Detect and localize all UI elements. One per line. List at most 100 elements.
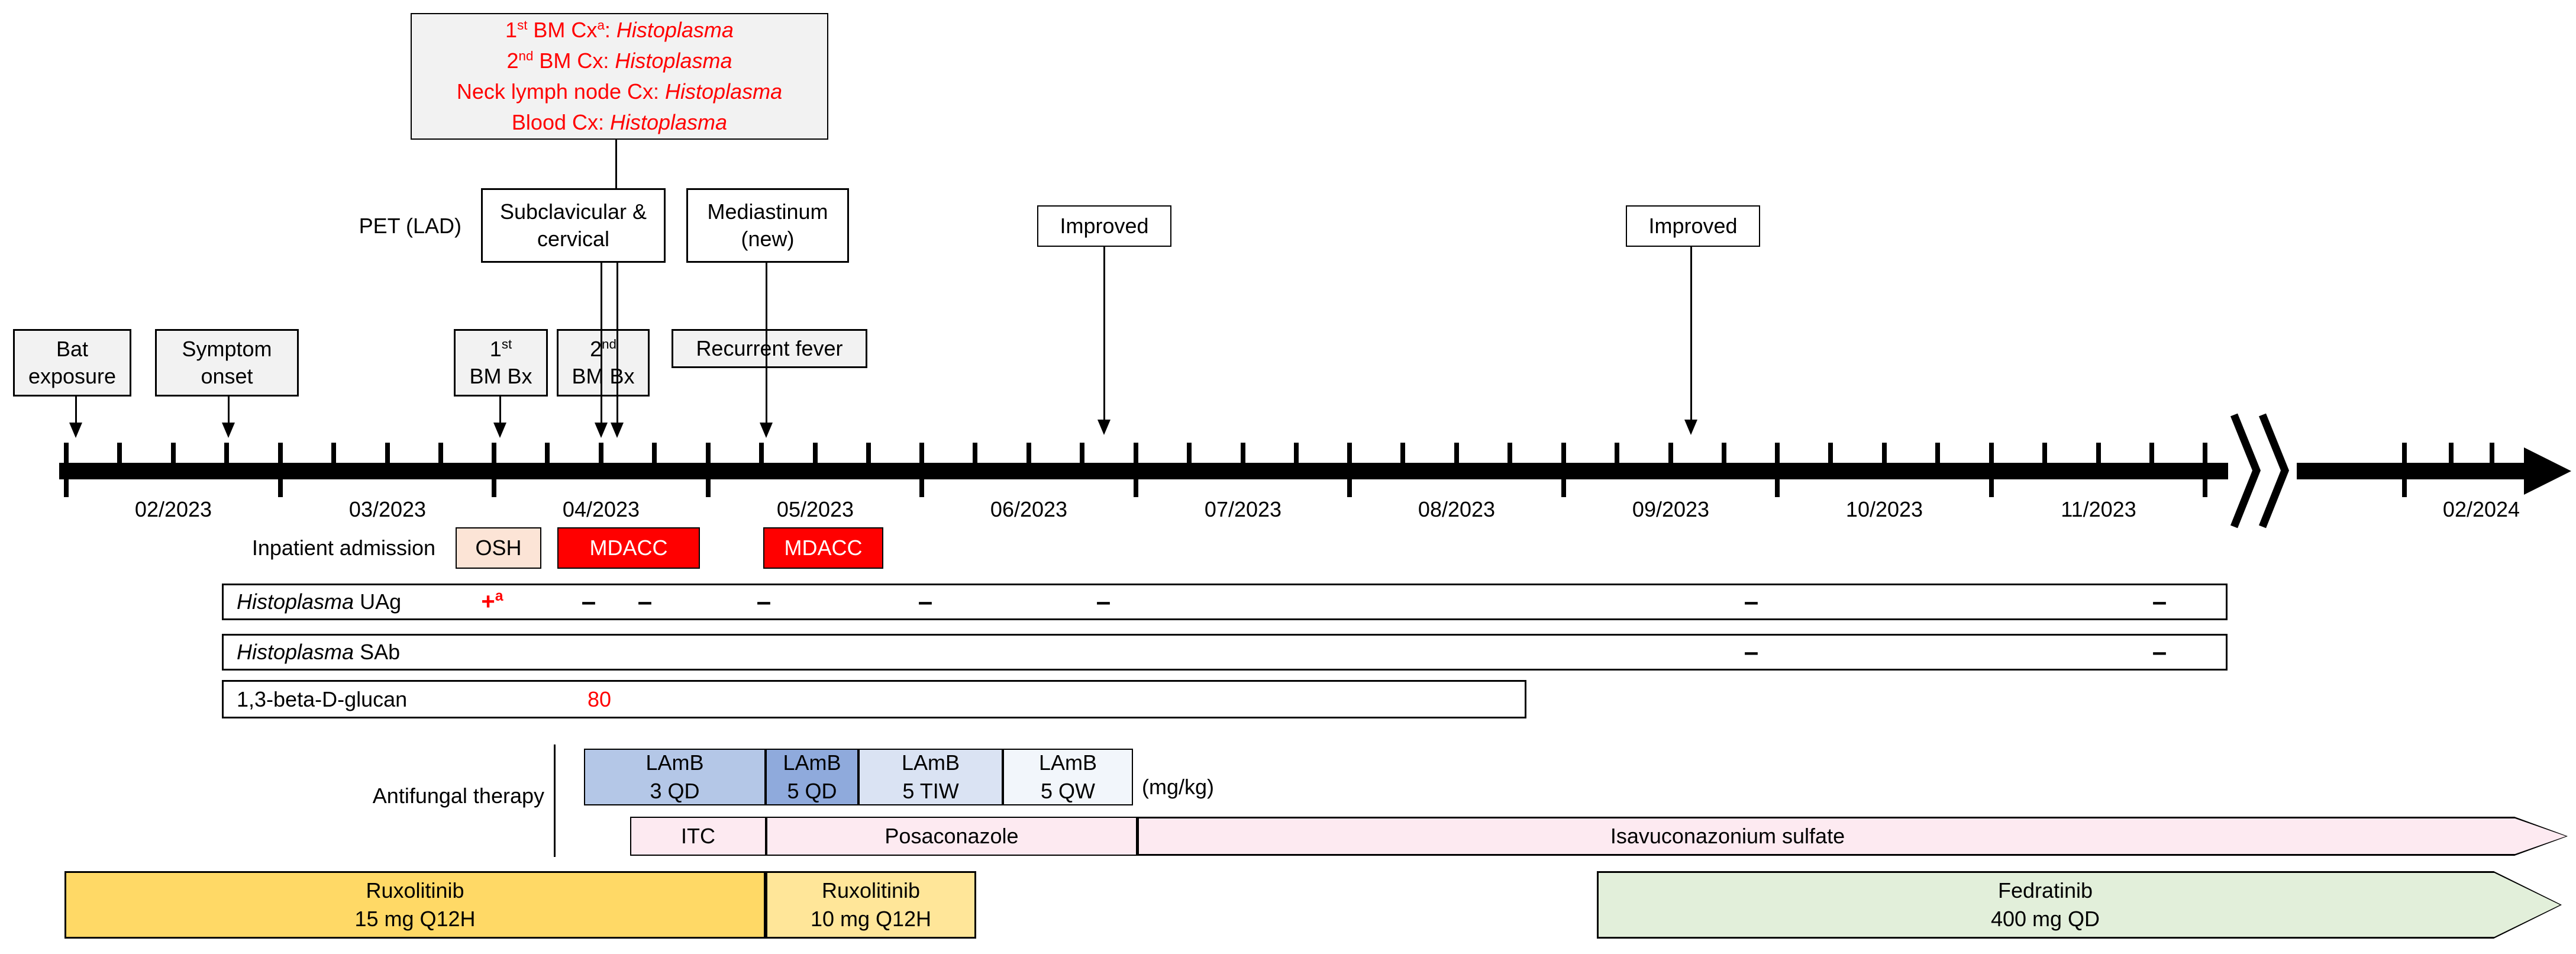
culture-line-3: Neck lymph node Cx: Histoplasma (456, 79, 783, 104)
subclavicular-arrowhead-1 (595, 423, 608, 438)
bat-exposure-line1: Bat (56, 337, 89, 361)
ruxolitinib-10-mg-q12h-bar-line2: 10 mg Q12H (810, 907, 932, 931)
minor-tick (1187, 443, 1192, 464)
fedratinib-400-mg-qd-bar-label-line1: Fedratinib (1997, 878, 2093, 903)
negative-marker: – (2152, 587, 2167, 616)
culture-line-1: 1st BM Cxa: Histoplasma (505, 18, 734, 42)
histoplasma-sab-row: Histoplasma SAb –– (222, 634, 2228, 671)
lamb-line1: LAmB (783, 750, 841, 775)
improved-arrow-line-2 (1690, 247, 1692, 421)
recurrent-fever-box: Recurrent fever (672, 329, 867, 368)
bat-exposure-arrowhead (69, 423, 82, 438)
minor-tick (171, 443, 176, 464)
lamb-line1: LAmB (1038, 750, 1097, 775)
minor-tick (1935, 443, 1940, 464)
minor-tick (224, 443, 229, 464)
stay-label: MDACC (784, 536, 863, 560)
month-label: 06/2023 (990, 497, 1068, 521)
admission-stay-mdacc: MDACC (763, 527, 883, 569)
first-bm-bx-line1: 1st (489, 337, 512, 361)
culture-results-box: 1st BM Cxa: Histoplasma 2nd BM Cx: Histo… (411, 13, 828, 140)
mediastinum-arrowhead (760, 423, 773, 438)
mg-kg-unit-label: (mg/kg) (1142, 775, 1215, 799)
mediastinum-line2: (new) (741, 227, 795, 251)
pet-lad-label: PET (LAD) (359, 214, 461, 238)
lamb-line2: 5 TIW (902, 779, 959, 803)
admission-stay-osh: OSH (456, 527, 541, 569)
minor-tick (2096, 443, 2101, 464)
minor-tick (117, 443, 122, 464)
symptom-onset-arrowhead (222, 423, 235, 438)
bat-exposure-arrow-line (75, 397, 77, 424)
glucan-row-label: 1,3-beta-D-glucan (237, 687, 408, 711)
first-bm-bx-box: 1st BM Bx (454, 329, 548, 397)
symptom-onset-arrow-line (228, 397, 230, 424)
minor-tick (973, 443, 977, 464)
minor-tick (385, 443, 390, 464)
first-bm-bx-arrow-line (499, 397, 501, 424)
lamb-bar-5-qw: LAmB 5 QW (1003, 749, 1133, 805)
azole-bar-isavuconazonium (1137, 817, 2568, 856)
first-bm-bx-line2: BM Bx (469, 364, 532, 388)
ruxolitinib-15-mg-q12h-bar-line2: 15 mg Q12H (354, 907, 476, 931)
subclavicular-arrowhead-2 (611, 423, 624, 438)
culture-box-connector (615, 140, 617, 188)
lamb-line2: 5 QD (787, 779, 837, 803)
minor-tick (1722, 443, 1726, 464)
first-bm-bx-arrowhead (493, 423, 506, 438)
pet-subclavicular-box: Subclavicular & cervical (481, 188, 666, 263)
stay-label: OSH (475, 536, 522, 560)
minor-tick (866, 443, 871, 464)
second-bm-bx-line2: BM Bx (572, 364, 635, 388)
minor-tick (652, 443, 657, 464)
minor-tick (1400, 443, 1405, 464)
month-label: 02/2023 (134, 497, 212, 521)
azole-bar-itc-label: ITC (681, 824, 715, 848)
month-label: 10/2023 (1845, 497, 1923, 521)
timeline-arrowhead (2524, 447, 2571, 495)
azole-bar-isavuconazonium-label: Isavuconazonium sulfate (1610, 824, 1845, 848)
month-label: 07/2023 (1204, 497, 1282, 521)
ruxolitinib-10-mg-q12h-bar: Ruxolitinib 10 mg Q12H (766, 871, 976, 939)
improved-arrowhead-1 (1097, 420, 1111, 435)
subclavicular-line2: cervical (537, 227, 610, 251)
negative-marker: – (1744, 587, 1759, 616)
symptom-onset-box: Symptom onset (155, 329, 299, 397)
lamb-line2: 5 QW (1040, 779, 1095, 803)
month-label: 02/2024 (2442, 497, 2520, 521)
subclavicular-arrow-line-2 (616, 263, 618, 424)
minor-tick (2490, 443, 2494, 464)
lamb-bar-5-qd: LAmB 5 QD (766, 749, 858, 805)
improved-arrowhead-2 (1684, 420, 1697, 435)
improved-box-1: Improved (1037, 205, 1171, 247)
minor-tick (599, 443, 603, 464)
minor-tick (1668, 443, 1673, 464)
azole-bar-posaconazole-label: Posaconazole (885, 824, 1019, 848)
symptom-onset-line2: onset (201, 364, 253, 388)
minor-tick (1080, 443, 1084, 464)
minor-tick (813, 443, 818, 464)
mediastinum-line1: Mediastinum (707, 199, 828, 224)
symptom-onset-line1: Symptom (182, 337, 272, 361)
subclavicular-line1: Subclavicular & (499, 199, 647, 224)
beta-d-glucan-row: 1,3-beta-D-glucan 80 (222, 680, 1526, 718)
sab-row-label: Histoplasma SAb (237, 640, 401, 664)
minor-tick (1026, 443, 1031, 464)
ruxolitinib-10-mg-q12h-bar-line1: Ruxolitinib (821, 878, 921, 903)
mediastinum-arrow-line (766, 263, 767, 424)
pet-mediastinum-box: Mediastinum (new) (686, 188, 849, 263)
positive-marker: +a (481, 588, 503, 615)
subclavicular-arrow-line-1 (601, 263, 602, 424)
month-label: 03/2023 (348, 497, 427, 521)
month-label: 11/2023 (2061, 497, 2136, 521)
azole-bar-posaconazole: Posaconazole (766, 817, 1137, 856)
month-label: 09/2023 (1632, 497, 1710, 521)
negative-marker: – (756, 587, 771, 616)
negative-marker: – (2152, 637, 2167, 666)
minor-tick (545, 443, 550, 464)
improved-box-2: Improved (1626, 205, 1760, 247)
